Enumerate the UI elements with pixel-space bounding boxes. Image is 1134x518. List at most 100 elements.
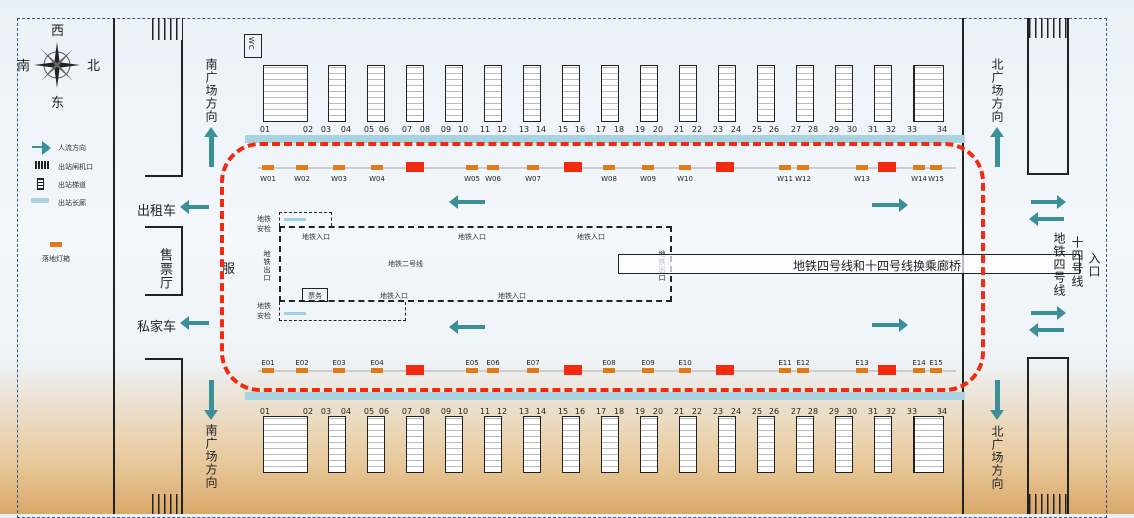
platform-box [328, 416, 346, 473]
platform-box [757, 416, 775, 473]
lightbox-icon [262, 368, 274, 373]
lightbox-label: E14 [912, 359, 926, 367]
south-plaza-label: 南广场方向 [204, 424, 218, 489]
platform-box [640, 416, 658, 473]
exit-corridor [245, 135, 965, 143]
platform-number: 05 [363, 407, 375, 416]
lightbox-icon [913, 368, 925, 373]
lightbox-icon [527, 368, 539, 373]
lightbox-icon [603, 165, 615, 170]
stairs-left-top [152, 18, 183, 40]
platform-number: 28 [807, 407, 819, 416]
lightbox-label: W15 [928, 175, 944, 183]
lightbox-icon [487, 165, 499, 170]
line14-label: 十四号线 [1070, 236, 1084, 288]
platform-number: 14 [535, 407, 547, 416]
platform-box [679, 65, 697, 122]
platform-number: 31 [867, 407, 879, 416]
metro-entrance-label: 地铁入口 [458, 233, 486, 241]
lightbox-icon [856, 165, 868, 170]
platform-number: 27 [790, 125, 802, 134]
platform-number: 06 [378, 407, 390, 416]
lightbox-label: E05 [465, 359, 479, 367]
lightbox-icon [603, 368, 615, 373]
lightbox-label: W02 [294, 175, 310, 183]
platform-number: 29 [828, 407, 840, 416]
left-room-top [145, 40, 183, 177]
platform-number: 09 [440, 125, 452, 134]
platform-number: 17 [595, 407, 607, 416]
arrow-up-icon [990, 127, 1004, 167]
platform-number: 32 [885, 125, 897, 134]
highlight-lightbox [878, 365, 896, 375]
platform-number: 29 [828, 125, 840, 134]
platform-number: 11 [479, 407, 491, 416]
highlight-lightbox [406, 365, 424, 375]
lightbox-icon [930, 165, 942, 170]
platform-number: 03 [320, 407, 332, 416]
platform-number: 31 [867, 125, 879, 134]
taxi-label: 出租车 [137, 204, 177, 219]
platform-number: 17 [595, 125, 607, 134]
lightbox-icon [296, 368, 308, 373]
platform-box [914, 65, 944, 122]
highlight-lightbox [716, 365, 734, 375]
building-left-wall [113, 18, 115, 514]
arrow-down-icon [990, 380, 1004, 420]
left-room-bottom [145, 358, 183, 514]
lightbox-label: W09 [640, 175, 656, 183]
platform-box [406, 65, 424, 122]
platform-box [406, 416, 424, 473]
lightbox-icon [856, 368, 868, 373]
metro-entrance-label: 地铁入口 [577, 233, 605, 241]
gate-icon [35, 161, 49, 169]
arrow-right-icon [872, 318, 908, 332]
arrow-left-icon [180, 316, 209, 330]
north-plaza-label: 北广场方向 [990, 58, 1004, 123]
platform-number: 23 [712, 125, 724, 134]
platform-box [367, 65, 385, 122]
right-room-bottom [1027, 357, 1069, 514]
platform-number: 08 [419, 407, 431, 416]
platform-number: 07 [401, 407, 413, 416]
platform-box [601, 65, 619, 122]
platform-number: 19 [634, 407, 646, 416]
platform-number: 15 [557, 125, 569, 134]
arrow-icon [32, 141, 51, 155]
lightbox-label: W03 [331, 175, 347, 183]
platform-box [835, 416, 853, 473]
platform-number: 21 [673, 125, 685, 134]
arrow-down-icon [204, 380, 218, 420]
platform-number: 30 [846, 125, 858, 134]
platform-box [874, 416, 892, 473]
platform-number: 04 [340, 407, 352, 416]
exit-corridor [245, 392, 965, 400]
platform-box [914, 416, 944, 473]
platform-box [874, 65, 892, 122]
platform-box [445, 65, 463, 122]
lightbox-label: W10 [677, 175, 693, 183]
stairs-icon [37, 178, 44, 190]
lightbox-icon [779, 368, 791, 373]
highlight-region [220, 142, 985, 392]
ticket-hall-label: 售票厅 [157, 248, 172, 290]
platform-box [523, 65, 541, 122]
platform-box [796, 65, 814, 122]
platform-number: 20 [652, 407, 664, 416]
platform-number: 24 [730, 125, 742, 134]
lightbox-icon [487, 368, 499, 373]
platform-number: 25 [751, 407, 763, 416]
platform-box [562, 65, 580, 122]
lightbox-label: W07 [525, 175, 541, 183]
stairs-right-bottom [1029, 494, 1067, 514]
lightbox-label: E15 [929, 359, 943, 367]
line4-label: 地铁四号线 [1052, 232, 1066, 297]
lightbox-icon [262, 165, 274, 170]
highlight-lightbox [878, 162, 896, 172]
platform-number: 22 [691, 407, 703, 416]
stairs-left-bottom [152, 494, 183, 514]
lightbox-label: W14 [911, 175, 927, 183]
platform-number: 03 [320, 125, 332, 134]
lightbox-label: E04 [370, 359, 384, 367]
lightbox-label: E02 [295, 359, 309, 367]
